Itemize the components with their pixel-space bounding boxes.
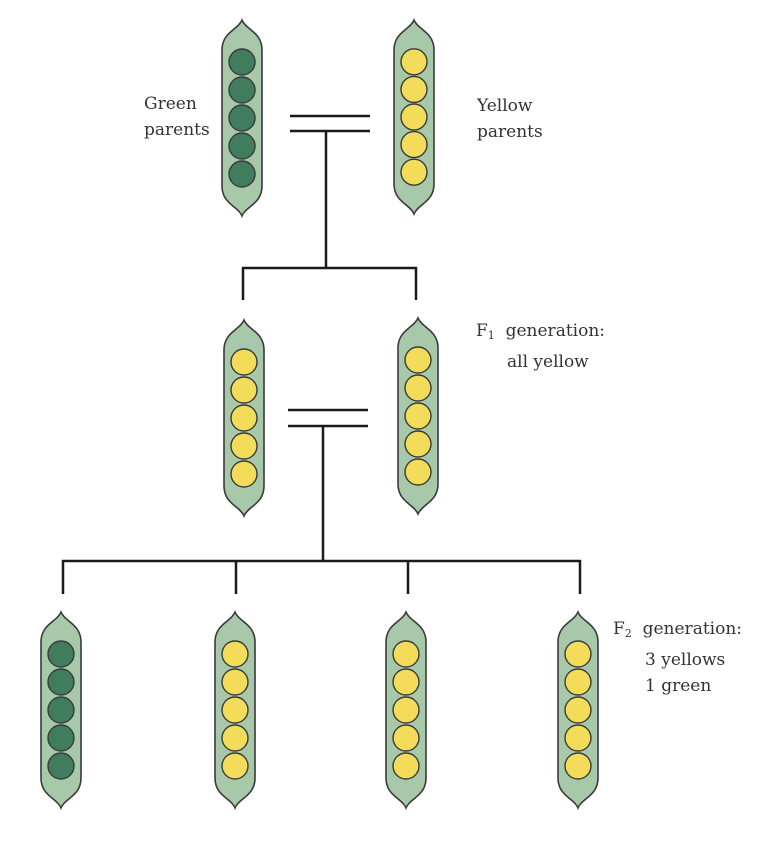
yellow-pea xyxy=(400,130,428,159)
yellow-pea xyxy=(221,640,249,668)
yellow-pea xyxy=(404,374,432,402)
f1-to-f2-connector xyxy=(61,426,582,594)
green-pea xyxy=(228,132,256,160)
f2-pod-2 xyxy=(214,609,256,811)
f2-label-prefix: F xyxy=(613,619,625,639)
yellow-pea xyxy=(564,752,592,780)
yellow-pea xyxy=(404,430,432,458)
f2-label-line1: F2 generation: xyxy=(613,616,742,647)
f1-cross-symbol xyxy=(288,408,368,428)
yellow-pea xyxy=(221,696,249,724)
yellow-pea xyxy=(221,724,249,752)
green-label-line1: Green xyxy=(144,94,197,114)
parent-cross-symbol xyxy=(290,114,370,133)
f2-label-line2: 3 yellows xyxy=(645,650,726,670)
f2-label-line3: 1 green xyxy=(645,676,712,696)
yellow-pea xyxy=(400,75,428,104)
green-pea xyxy=(47,640,75,668)
f2-label-subscript: 2 xyxy=(624,627,632,640)
parent-to-f1-connector xyxy=(241,131,418,300)
yellow-pea xyxy=(400,103,428,131)
green-pea xyxy=(47,752,75,780)
f2-generation-label: F2 generation: 3 yellows 1 green xyxy=(613,616,742,699)
green-parents-label: Green parents xyxy=(144,91,210,143)
green-label-line2: parents xyxy=(144,120,210,140)
green-pea xyxy=(228,104,256,132)
yellow-parents-label: Yellow parents xyxy=(477,93,543,145)
f1-label-rest: generation: xyxy=(505,321,606,341)
f1-pod-left xyxy=(223,317,265,519)
yellow-pea xyxy=(404,346,432,374)
f2-pod-3 xyxy=(385,609,427,811)
green-pea xyxy=(228,160,256,188)
f1-generation-label: F1 generation: all yellow xyxy=(476,318,605,375)
yellow-pea xyxy=(400,158,428,186)
green-pea xyxy=(228,48,256,76)
green-pea xyxy=(47,696,75,724)
yellow-pea xyxy=(230,348,258,376)
yellow-pea xyxy=(392,752,420,780)
f2-pod-4 xyxy=(557,609,599,811)
yellow-parent-pod xyxy=(393,17,435,217)
yellow-pea xyxy=(564,640,592,668)
pea-pods xyxy=(40,17,599,811)
f1-label-line1: F1 generation: xyxy=(476,318,605,349)
green-parent-pod xyxy=(221,17,263,219)
yellow-label-line1: Yellow xyxy=(477,96,533,116)
f2-pod-1 xyxy=(40,609,82,811)
yellow-pea xyxy=(221,668,249,696)
yellow-pea xyxy=(392,724,420,752)
yellow-pea xyxy=(404,458,432,486)
green-pea xyxy=(228,76,256,104)
yellow-pea xyxy=(392,640,420,668)
yellow-pea xyxy=(230,376,258,404)
yellow-pea xyxy=(230,432,258,460)
f2-label-rest: generation: xyxy=(642,619,743,639)
green-pea xyxy=(47,724,75,752)
yellow-pea xyxy=(230,404,258,432)
yellow-pea xyxy=(564,696,592,724)
f1-label-subscript: 1 xyxy=(487,329,495,342)
yellow-pea xyxy=(221,752,249,780)
yellow-pea xyxy=(230,460,258,488)
yellow-pea xyxy=(392,668,420,696)
green-pea xyxy=(47,668,75,696)
f1-pod-right xyxy=(397,315,439,517)
f1-label-prefix: F xyxy=(476,321,488,341)
yellow-label-line2: parents xyxy=(477,122,543,142)
yellow-pea xyxy=(564,668,592,696)
yellow-pea xyxy=(564,724,592,752)
yellow-pea xyxy=(404,402,432,430)
yellow-pea xyxy=(392,696,420,724)
yellow-pea xyxy=(400,48,428,76)
f1-label-line2: all yellow xyxy=(507,352,589,372)
